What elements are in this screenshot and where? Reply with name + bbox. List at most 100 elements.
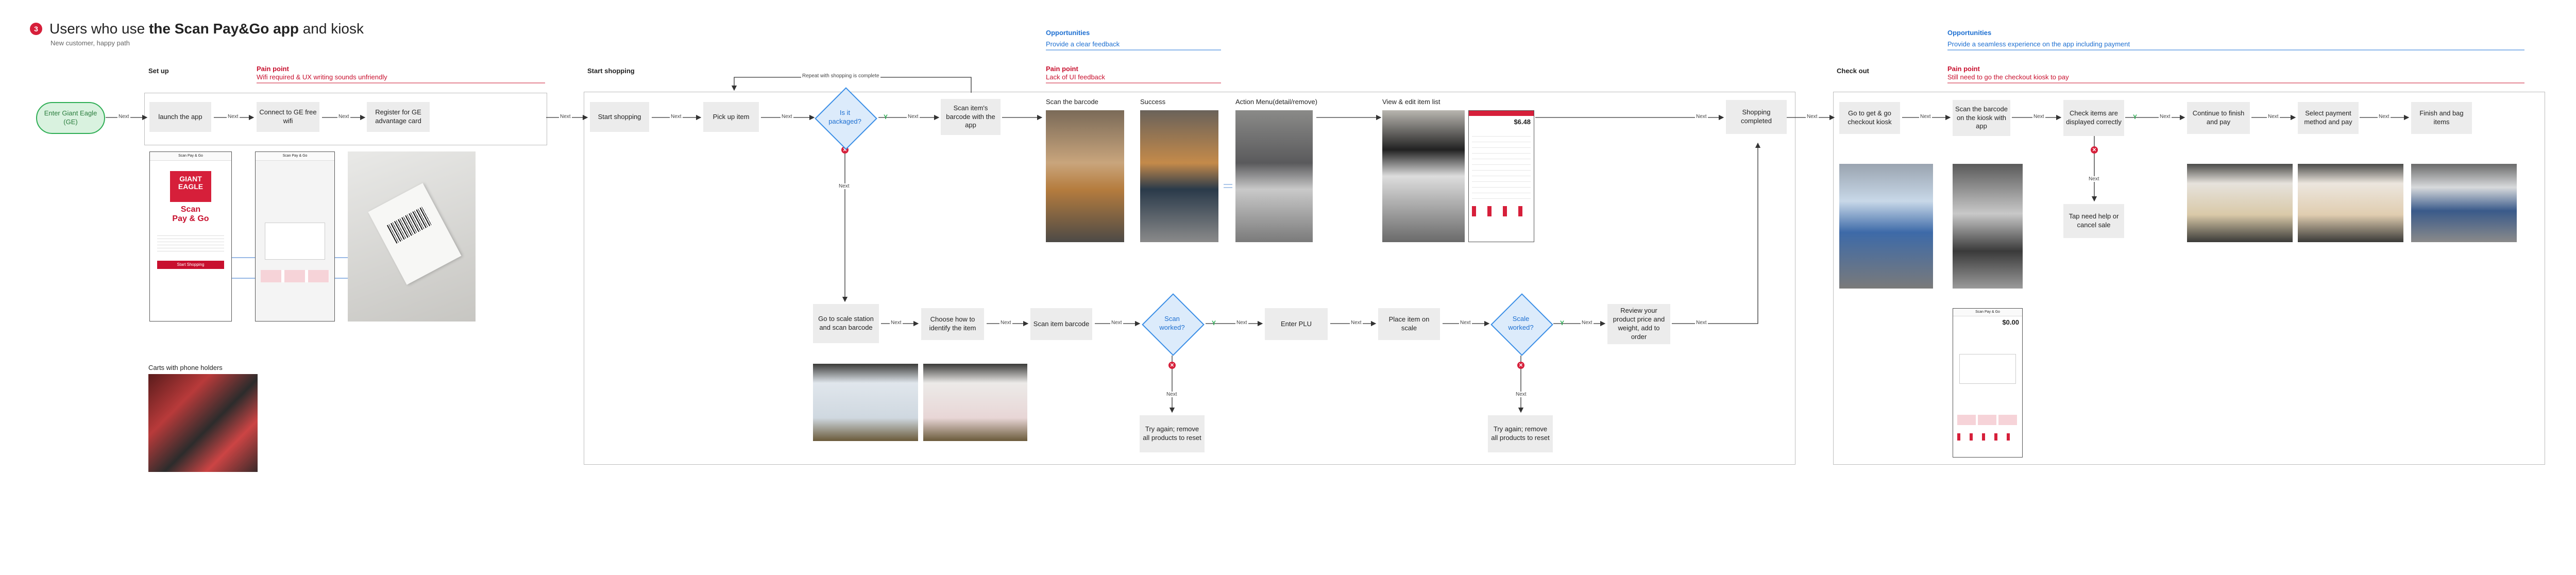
header: 3 Users who use the Scan Pay&Go app and … bbox=[30, 21, 364, 37]
shop-pain-underline bbox=[1046, 82, 1221, 83]
next-label: Next bbox=[559, 114, 572, 120]
success-photo bbox=[1140, 110, 1218, 242]
next-label: Next bbox=[999, 320, 1012, 326]
launch-app-step: launch the app bbox=[149, 102, 211, 132]
list-header-bar bbox=[1469, 111, 1534, 116]
step-number-badge: 3 bbox=[30, 23, 42, 35]
view-edit-photo bbox=[1382, 110, 1465, 242]
checkout-opportunity-underline bbox=[1947, 49, 2524, 50]
try-again-scan-step: Try again; remove all products to reset bbox=[1140, 415, 1205, 452]
finish-bag-step: Finish and bag items bbox=[2411, 102, 2472, 134]
card-shape bbox=[368, 183, 462, 285]
action-menu-photo bbox=[1235, 110, 1313, 242]
review-price-step: Review your product price and weight, ad… bbox=[1607, 304, 1670, 344]
carts-label: Carts with phone holders bbox=[148, 364, 223, 371]
app-title-line1: Scan bbox=[180, 205, 201, 214]
shop-opportunity-text: Provide a clear feedback bbox=[1046, 40, 1120, 48]
next-label: Next bbox=[1515, 392, 1528, 397]
try-again-scale-step: Try again; remove all products to reset bbox=[1488, 415, 1553, 452]
setup-pain-underline bbox=[257, 82, 545, 83]
scan-barcode-photo bbox=[1046, 110, 1124, 242]
logo-bottom-text: EAGLE bbox=[178, 182, 204, 191]
wifi-tiles bbox=[261, 270, 329, 282]
register-card-step: Register for GE advantage card bbox=[367, 102, 430, 132]
yes-label: Y bbox=[884, 113, 888, 121]
continue-finish-step: Continue to finish and pay bbox=[2187, 102, 2250, 134]
next-label: Next bbox=[1581, 320, 1594, 326]
scan-kiosk-barcode-step: Scan the barcode on the kiosk with app bbox=[1953, 100, 2010, 136]
tap-help-step: Tap need help or cancel sale bbox=[2063, 204, 2124, 238]
advantage-card-photo bbox=[348, 151, 476, 322]
enter-plu-step: Enter PLU bbox=[1265, 308, 1328, 340]
kiosk-total-screenshot: Scan Pay & Go $0.00 bbox=[1953, 308, 2023, 458]
next-label: Next bbox=[2267, 114, 2280, 120]
success-label: Success bbox=[1140, 98, 1166, 106]
view-edit-list-label: View & edit item list bbox=[1382, 98, 1440, 106]
start-enter-giant-eagle: Enter Giant Eagle (GE) bbox=[36, 102, 105, 134]
shop-pain-heading: Pain point bbox=[1046, 65, 1078, 73]
start-shopping-button[interactable]: Start Shopping bbox=[157, 261, 224, 269]
next-label: Next bbox=[781, 114, 793, 120]
checkout-kiosk-photo bbox=[1839, 164, 1933, 289]
section-start-shopping-label: Start shopping bbox=[587, 67, 635, 75]
page-subtitle: New customer, happy path bbox=[50, 39, 130, 47]
kiosk-screen-header: Scan Pay & Go bbox=[1953, 309, 2022, 316]
checkout-pain-text: Still need to go the checkout kiosk to p… bbox=[1947, 73, 2069, 81]
no-marker-icon: ✕ bbox=[2091, 146, 2098, 154]
title-prefix: Users who use bbox=[49, 21, 149, 37]
title-suffix: and kiosk bbox=[298, 21, 364, 37]
repeat-loop-label: Repeat with shopping is complete bbox=[801, 73, 880, 79]
app-launch-screenshot: Scan Pay & Go GIANT EAGLE Scan Pay & Go … bbox=[149, 151, 232, 322]
start-shopping-step: Start shopping bbox=[590, 102, 649, 132]
logo-top-text: GIANT bbox=[179, 175, 202, 183]
shopping-completed-step: Shopping completed bbox=[1726, 100, 1787, 134]
scale-worked-decision: Scale worked? bbox=[1490, 293, 1553, 356]
scan-kiosk-photo bbox=[1953, 164, 2023, 289]
no-marker-icon: ✕ bbox=[1168, 362, 1176, 369]
yes-label: Y bbox=[1560, 319, 1565, 327]
finish-bag-photo bbox=[2411, 164, 2517, 242]
next-label: Next bbox=[1919, 114, 1932, 120]
next-label: Next bbox=[1110, 320, 1123, 326]
pick-up-item-step: Pick up item bbox=[703, 102, 759, 132]
barcode-graphic bbox=[386, 206, 433, 244]
carts-photo bbox=[148, 374, 258, 472]
go-scale-station-step: Go to scale station and scan barcode bbox=[813, 304, 879, 343]
continue-finish-photo bbox=[2187, 164, 2293, 242]
scan-items-app-step: Scan item's barcode with the app bbox=[941, 99, 1001, 135]
no-marker-icon: ✕ bbox=[1517, 362, 1524, 369]
section-setup-label: Set up bbox=[148, 67, 169, 75]
next-label: Next bbox=[1165, 392, 1178, 397]
next-label: Next bbox=[1235, 320, 1248, 326]
next-label: Next bbox=[2088, 176, 2100, 182]
next-label: Next bbox=[1695, 320, 1708, 326]
check-items-step: Check items are displayed correctly bbox=[2063, 100, 2124, 136]
next-label: Next bbox=[907, 114, 920, 120]
select-payment-photo bbox=[2298, 164, 2403, 242]
scan-item-barcode-step: Scan item barcode bbox=[1030, 308, 1092, 340]
go-checkout-kiosk-step: Go to get & go checkout kiosk bbox=[1839, 102, 1900, 134]
next-label: Next bbox=[337, 114, 350, 120]
list-total-price: $6.48 bbox=[1514, 118, 1531, 126]
item-list-rows bbox=[1472, 131, 1531, 203]
wifi-dialog bbox=[265, 223, 325, 260]
select-payment-step: Select payment method and pay bbox=[2298, 102, 2359, 134]
next-label: Next bbox=[2159, 114, 2172, 120]
item-list-screenshot: $6.48 bbox=[1468, 110, 1534, 242]
next-label: Next bbox=[1350, 320, 1363, 326]
wifi-screenshot: Scan Pay & Go bbox=[255, 151, 335, 322]
page-title: Users who use the Scan Pay&Go app and ki… bbox=[49, 21, 364, 37]
identify-item-photo bbox=[923, 364, 1027, 441]
shop-pain-text: Lack of UI feedback bbox=[1046, 73, 1105, 81]
next-label: Next bbox=[838, 183, 851, 189]
next-label: Next bbox=[1806, 114, 1819, 120]
connect-wifi-step: Connect to GE free wifi bbox=[257, 102, 319, 132]
next-label: Next bbox=[1695, 114, 1708, 120]
kiosk-footer-icons bbox=[1957, 433, 2018, 441]
scale-station-photo bbox=[813, 364, 918, 441]
scan-worked-label: Scan worked? bbox=[1159, 315, 1185, 331]
scan-barcode-label: Scan the barcode bbox=[1046, 98, 1098, 106]
title-bold: the Scan Pay&Go app bbox=[148, 21, 299, 37]
choose-identify-step: Choose how to identify the item bbox=[921, 308, 984, 340]
kiosk-message-card bbox=[1959, 354, 2016, 384]
